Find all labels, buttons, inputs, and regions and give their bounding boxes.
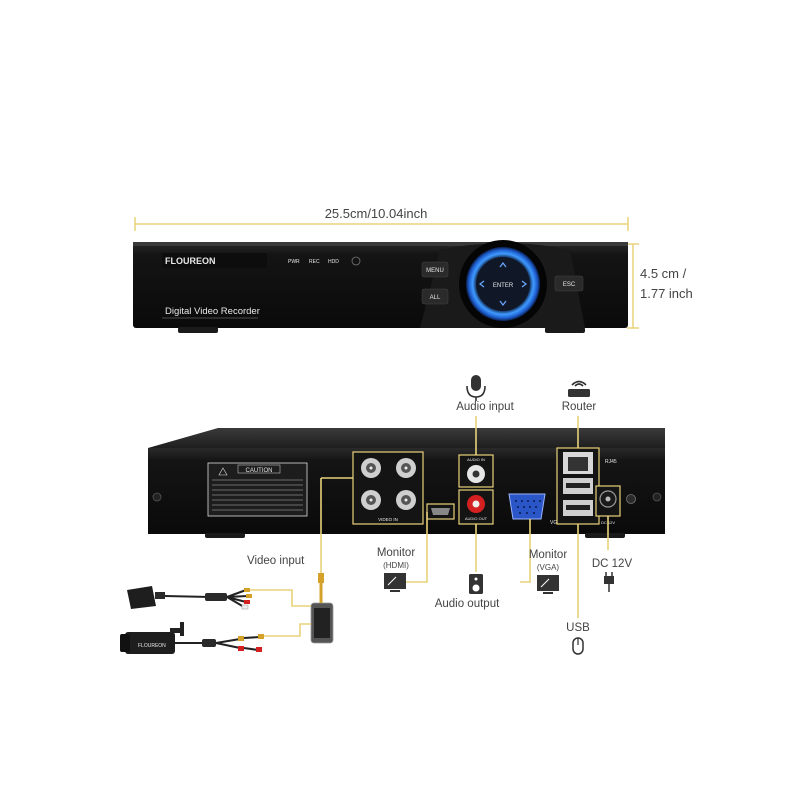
power-splitter [310, 573, 334, 644]
front-panel: FLOUREON PWR REC HDD Digital Video Recor… [133, 240, 628, 333]
esc-button-label: ESC [563, 282, 576, 288]
ground-screw [626, 494, 636, 504]
monitor-hdmi-label: Monitor [377, 547, 416, 559]
router-label: Router [562, 401, 597, 413]
video-in-label: VIDEO IN [378, 517, 398, 522]
video-input-label: Video input [247, 555, 305, 567]
usb-label: USB [566, 622, 590, 634]
arrow-left-icon[interactable] [479, 280, 485, 288]
indicator-pwr: PWR [288, 259, 300, 265]
indicator-hdd: HDD [328, 259, 339, 265]
monitor-vga-icon [537, 575, 559, 594]
monitor-vga-sublabel: (VGA) [537, 563, 560, 572]
brand-logo: FLOUREON [165, 256, 216, 266]
height-label-inch: 1.77 inch [640, 286, 693, 301]
dc-power-label: DC 12V [592, 558, 633, 570]
product-name: Digital Video Recorder [165, 306, 260, 317]
menu-button-label: MENU [426, 268, 444, 274]
arrow-right-icon[interactable] [521, 280, 527, 288]
camera-bullet: FLOUREON [120, 622, 264, 654]
all-button-label: ALL [430, 295, 441, 301]
power-plug-icon [604, 572, 614, 592]
vga-port[interactable] [508, 493, 546, 520]
caution-fine-print [212, 479, 303, 511]
arrow-down-icon[interactable] [499, 300, 507, 306]
camera-top [127, 586, 252, 610]
height-dimension: 4.5 cm / 1.77 inch [627, 243, 693, 329]
monitor-hdmi-icon [384, 573, 406, 592]
mouse-icon [572, 637, 584, 655]
esc-button[interactable] [554, 275, 584, 292]
all-button[interactable] [421, 288, 449, 305]
router-icon [568, 380, 590, 397]
speaker-icon [469, 574, 483, 594]
monitor-vga-label: Monitor [529, 549, 568, 561]
audio-output-label: Audio output [435, 598, 500, 610]
microphone-icon [466, 375, 486, 401]
audio-input-label: Audio input [456, 401, 514, 413]
vga-label: VGA [550, 520, 561, 526]
hdmi-port[interactable] [431, 508, 450, 515]
camera-brand: FLOUREON [138, 643, 166, 649]
monitor-hdmi-sublabel: (HDMI) [383, 561, 409, 570]
callout-lines [320, 416, 609, 618]
bnc-connectors[interactable] [361, 458, 416, 510]
height-label-cm: 4.5 cm / [640, 266, 687, 281]
indicator-rec: REC [309, 259, 320, 265]
ir-receiver-icon [351, 256, 361, 266]
audio-out-label: AUDIO OUT [465, 516, 488, 521]
audio-in-label: AUDIO IN [467, 457, 485, 462]
warning-icon [218, 467, 228, 476]
width-dimension: 25.5cm/10.04inch [134, 206, 629, 231]
width-label: 25.5cm/10.04inch [325, 206, 428, 221]
rj45-label: RJ45 [605, 459, 617, 465]
caution-title: CAUTION [246, 468, 273, 474]
rear-panel: CAUTION VIDEO IN AUDIO IN [148, 428, 665, 538]
enter-button-label[interactable]: ENTER [493, 283, 514, 289]
arrow-up-icon[interactable] [499, 262, 507, 268]
menu-button[interactable] [421, 261, 449, 278]
camera-callout-lines [250, 589, 311, 637]
